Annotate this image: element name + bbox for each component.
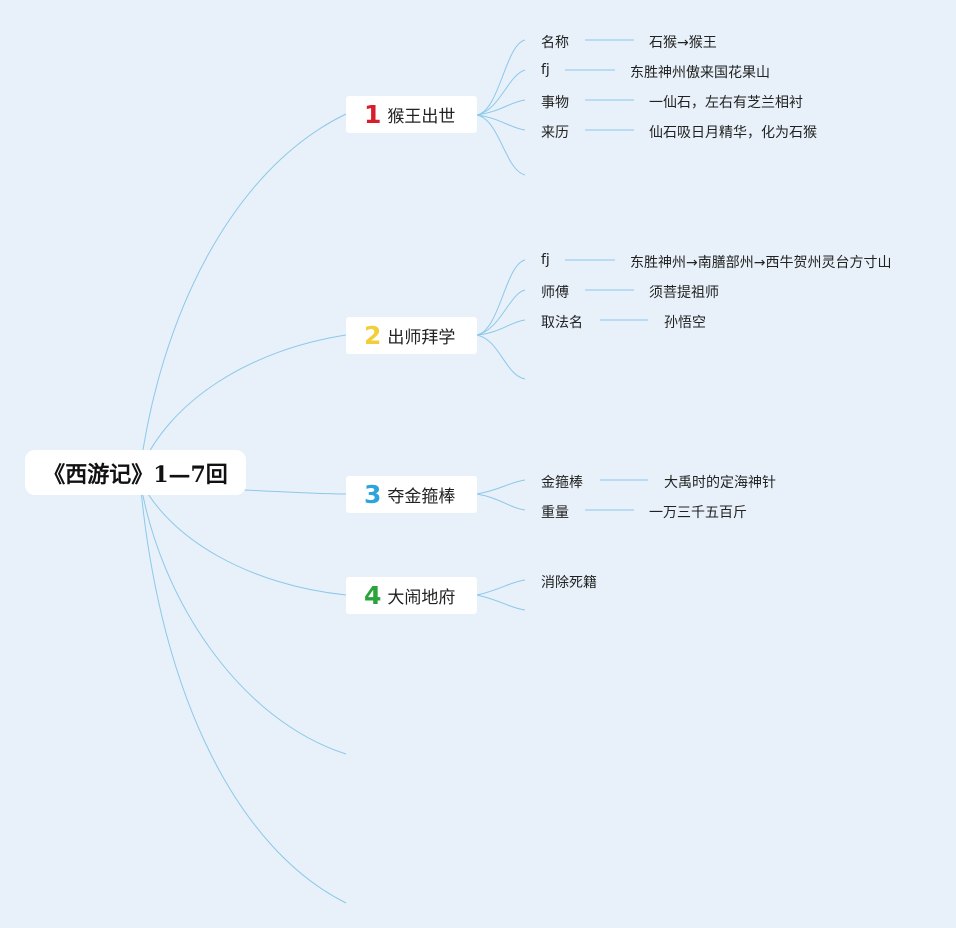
item-value[interactable]: 一仙石，左右有芝兰相衬 [649,95,803,111]
topic-label: 大闹地府 [387,588,456,608]
item-key[interactable]: 来历 [541,125,569,141]
item-value[interactable]: 孙悟空 [664,315,706,331]
topic-node-2[interactable]: 2 出师拜学 [346,317,477,354]
topic-label: 猴王出世 [387,107,456,127]
item-value[interactable]: 东胜神州→南膳部州→西牛贺州灵台方寸山 [630,255,892,271]
item-key[interactable]: fj [541,62,550,78]
item-key[interactable]: 重量 [541,505,569,521]
item-key[interactable]: 事物 [541,95,569,111]
number-icon-2: 2 [364,321,382,350]
item-key[interactable]: 消除死籍 [541,575,597,591]
item-value[interactable]: 一万三千五百斤 [649,505,747,521]
topic-label: 夺金箍棒 [387,487,456,507]
topic-node-4[interactable]: 4 大闹地府 [346,577,477,614]
item-key[interactable]: 名称 [541,35,569,51]
item-key[interactable]: 师傅 [541,285,569,301]
item-key[interactable]: 取法名 [541,315,583,331]
root-title: 《西游记》1—7回 [43,461,228,488]
item-value[interactable]: 东胜神州傲来国花果山 [630,65,770,81]
root-node[interactable]: 《西游记》1—7回 [25,450,246,495]
number-icon-4: 4 [364,581,382,610]
item-value[interactable]: 仙石吸日月精华，化为石猴 [649,125,817,141]
topic-node-1[interactable]: 1 猴王出世 [346,96,477,133]
number-icon-1: 1 [364,100,382,129]
topic-node-3[interactable]: 3 夺金箍棒 [346,476,477,513]
item-value[interactable]: 石猴→猴王 [649,35,717,51]
item-key[interactable]: 金箍棒 [541,475,583,491]
topic-label: 出师拜学 [387,328,456,348]
item-key[interactable]: fj [541,252,550,268]
number-icon-3: 3 [364,480,382,509]
item-value[interactable]: 大禹时的定海神针 [664,475,776,491]
item-value[interactable]: 须菩提祖师 [649,285,719,301]
